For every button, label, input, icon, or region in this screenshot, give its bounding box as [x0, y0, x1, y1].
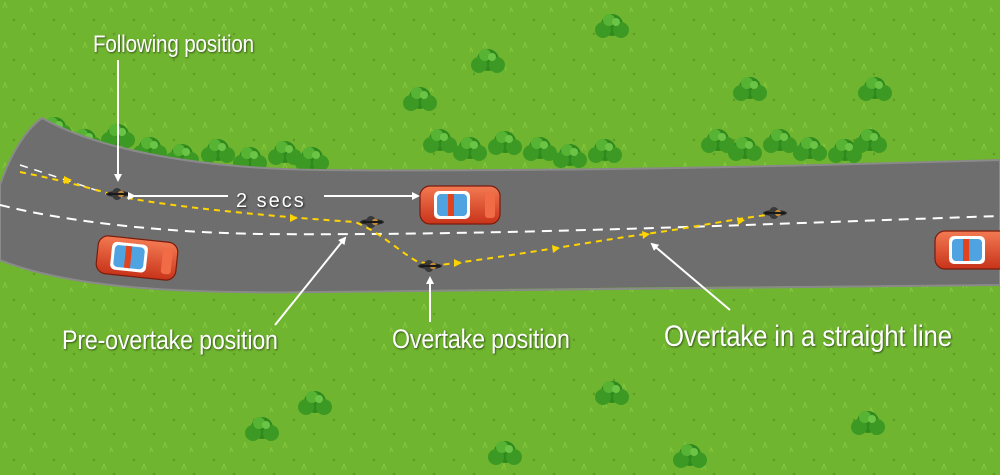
label-pre-overtake-position: Pre-overtake position: [62, 325, 278, 356]
car-icon-oncoming-left: [95, 235, 179, 281]
car-icon: [420, 186, 500, 224]
label-overtake-position: Overtake position: [392, 324, 570, 355]
label-following-position: Following position: [93, 31, 254, 59]
label-two-secs: 2 secs: [236, 190, 306, 213]
label-overtake-straight-line: Overtake in a straight line: [664, 320, 952, 354]
car-icon-right: [935, 231, 1000, 269]
